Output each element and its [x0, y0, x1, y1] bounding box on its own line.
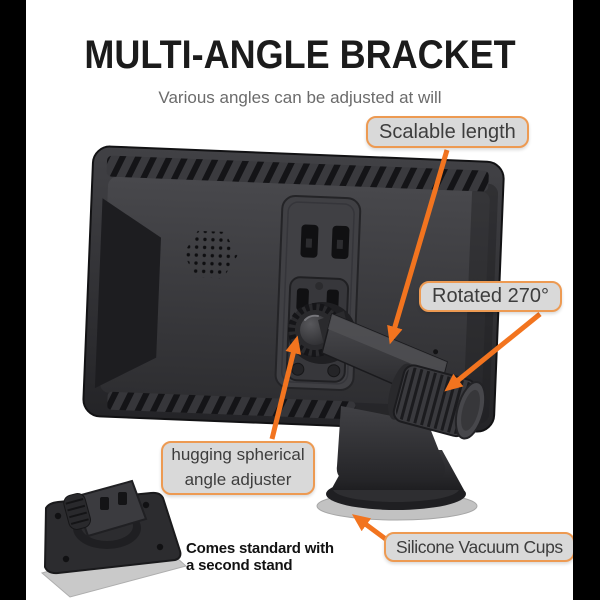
callout-label: hugging spherical angle adjuster	[171, 445, 305, 489]
second-stand-note: Comes standard with a second stand	[186, 540, 346, 574]
arrow-rotated-270	[444, 312, 542, 392]
second-stand	[40, 479, 188, 598]
frame-bar-right	[573, 0, 600, 600]
arrow-vacuum-cups	[351, 514, 389, 543]
callout-label: Rotated 270°	[432, 285, 549, 307]
stand-hinge	[63, 493, 91, 530]
page-subtitle: Various angles can be adjusted at will	[158, 88, 442, 107]
note-line-2: a second stand	[186, 557, 293, 575]
callout-vacuum-cups: Silicone Vacuum Cups	[384, 532, 575, 562]
page-title: MULTI-ANGLE BRACKET	[84, 33, 516, 77]
frame-bar-left	[0, 0, 26, 600]
callout-scalable-length: Scalable length	[366, 116, 529, 148]
top-vent-grille	[106, 155, 489, 192]
speaker-grille	[183, 230, 238, 279]
callout-label: Scalable length	[379, 120, 516, 143]
callout-angle-adjuster: hugging spherical angle adjuster	[161, 441, 315, 495]
bottom-vent-grille	[107, 391, 356, 420]
arrow-angle-adjuster	[269, 335, 302, 440]
side-recess-panel	[94, 198, 161, 389]
callout-rotated-270: Rotated 270°	[419, 281, 562, 312]
note-line-1: Comes standard with	[186, 540, 334, 557]
callout-label: Silicone Vacuum Cups	[396, 536, 563, 557]
arrow-scalable-length	[387, 149, 450, 345]
